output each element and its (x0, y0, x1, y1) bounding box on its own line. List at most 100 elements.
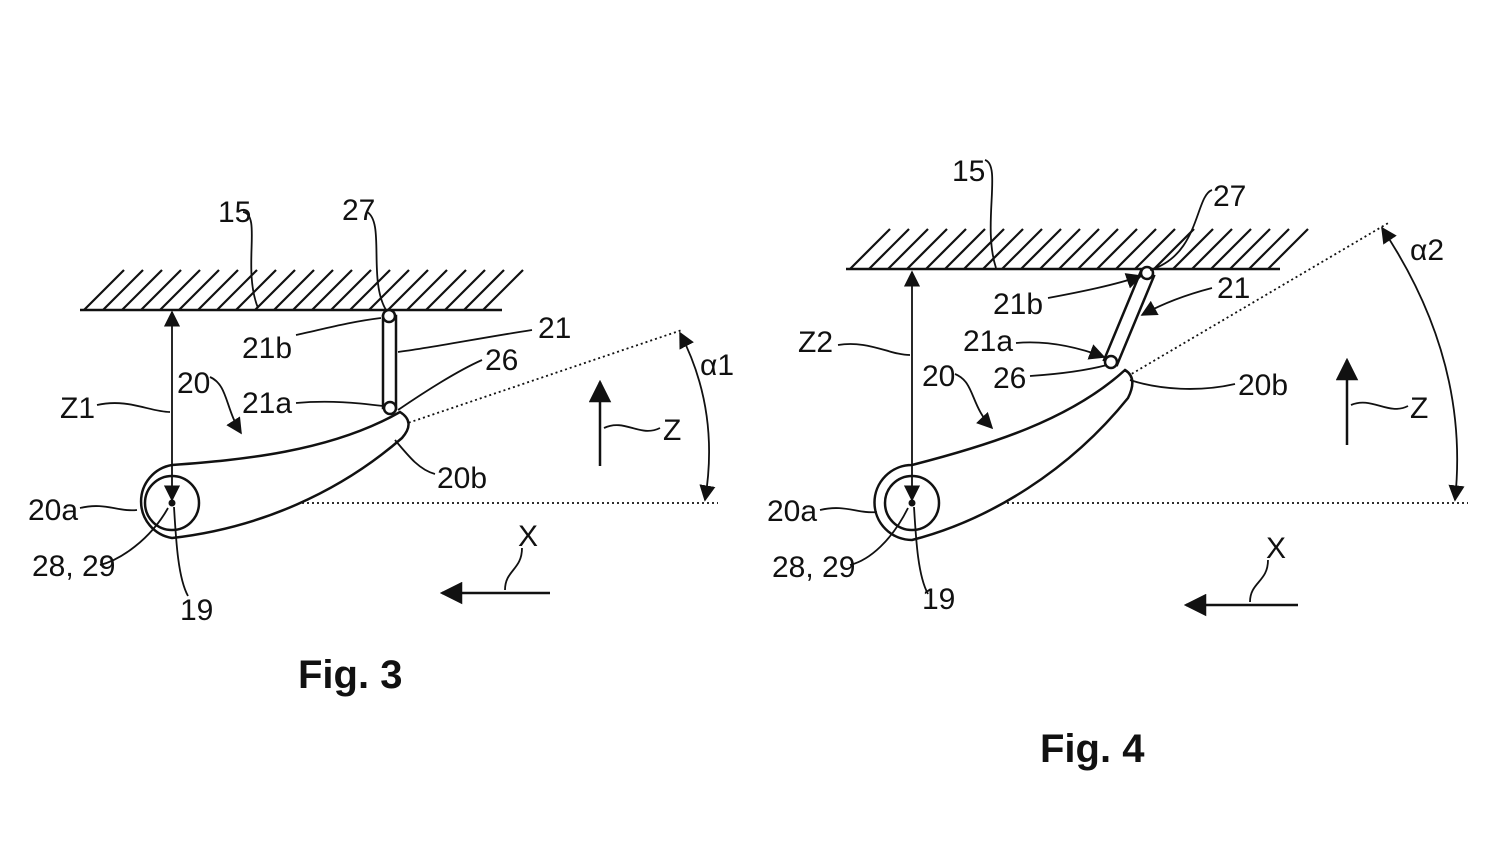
hatch-stroke (235, 269, 277, 311)
hatch-stroke (330, 269, 372, 311)
hatch-stroke (982, 228, 1024, 270)
fig4-label-15: 15 (952, 155, 985, 188)
hatch-stroke (963, 228, 1005, 270)
hatch-stroke (1039, 228, 1081, 270)
hatch-stroke (197, 269, 239, 311)
fig4-leader-27 (1149, 189, 1213, 271)
hatch-stroke (83, 269, 125, 311)
hatch-stroke (273, 269, 315, 311)
hatch-stroke (425, 269, 467, 311)
fig4-label-21b: 21b (993, 288, 1043, 321)
fig4-label-26: 26 (993, 362, 1026, 395)
hatch-stroke (1229, 228, 1271, 270)
hatch-stroke (140, 269, 182, 311)
fig4-label-20b: 20b (1238, 369, 1288, 402)
fig4-pivot-center (908, 499, 916, 507)
hatch-stroke (944, 228, 986, 270)
fig3-z-leader (603, 424, 661, 432)
fig4-leader-26 (1029, 364, 1108, 377)
fig4-leader-20a (819, 507, 878, 514)
fig3-leader-15 (242, 211, 259, 309)
hatch-stroke (1058, 228, 1100, 270)
fig3-leader-21 (397, 329, 533, 353)
fig4-leader-21 (1140, 287, 1213, 316)
figure-4: 15 27 21b 21 21a 26 Z2 20 20b α2 Z 20a 2… (767, 155, 1468, 771)
fig3-label-20b: 20b (437, 462, 487, 495)
hatch-stroke (482, 269, 524, 311)
fig3-leader-z1 (96, 402, 171, 413)
fig3-label-z1: Z1 (60, 392, 95, 425)
fig3-leader-27 (366, 211, 387, 311)
fig3-leader-20 (209, 376, 242, 435)
hatch-stroke (159, 269, 201, 311)
fig3-ground-hatching (83, 269, 524, 311)
fig4-label-alpha2: α2 (1410, 234, 1444, 267)
hatch-stroke (887, 228, 929, 270)
fig4-label-20: 20 (922, 360, 955, 393)
fig3-label-15: 15 (218, 196, 251, 229)
fig4-lever-20 (873, 368, 1134, 542)
fig3-label-20a: 20a (28, 494, 78, 527)
fig3-link-21 (381, 314, 398, 410)
fig3-caption: Fig. 3 (298, 653, 402, 697)
fig4-leader-15 (984, 159, 997, 269)
fig4-leader-21a (1015, 341, 1106, 360)
fig4-label-27: 27 (1213, 180, 1246, 213)
fig3-label-28-29: 28, 29 (32, 550, 115, 583)
fig3-label-27: 27 (342, 194, 375, 227)
hatch-stroke (216, 269, 258, 311)
hatch-stroke (1020, 228, 1062, 270)
fig3-label-26: 26 (485, 344, 518, 377)
hatch-stroke (1172, 228, 1214, 270)
fig4-ground-hatching (849, 228, 1309, 270)
hatch-stroke (1248, 228, 1290, 270)
fig4-leader-19 (913, 506, 929, 595)
hatch-stroke (1210, 228, 1252, 270)
fig3-label-21: 21 (538, 312, 571, 345)
fig3-label-z: Z (663, 414, 681, 447)
fig4-leader-28-29 (849, 507, 909, 566)
figure-3: 15 27 21 21b 26 20 21a Z1 20b 20a 28, 29… (28, 194, 734, 697)
fig4-z-leader (1350, 401, 1409, 410)
fig4-leader-z2 (837, 343, 911, 356)
fig3-lever-20 (139, 410, 410, 540)
fig4-leader-21b (1047, 273, 1143, 299)
fig3-leader-28-29 (99, 507, 169, 566)
fig3-joint-26 (382, 400, 398, 416)
fig4-x-leader (1249, 559, 1269, 603)
fig3-x-leader (504, 547, 523, 591)
hatch-stroke (1153, 228, 1195, 270)
fig3-joint-27 (381, 308, 397, 324)
fig3-label-alpha1: α1 (700, 349, 734, 382)
fig3-label-x: X (518, 520, 538, 553)
hatch-stroke (311, 269, 353, 311)
hatch-stroke (292, 269, 334, 311)
hatch-stroke (1191, 228, 1233, 270)
hatch-stroke (849, 228, 891, 270)
fig4-joint-26 (1103, 354, 1119, 370)
fig3-angle-alpha1-arc (679, 331, 716, 502)
hatch-stroke (406, 269, 448, 311)
fig3-leader-21a (295, 400, 384, 407)
hatch-stroke (1134, 228, 1176, 270)
fig3-leader-20a (79, 505, 138, 512)
hatch-stroke (102, 269, 144, 311)
hatch-stroke (368, 269, 410, 311)
hatch-stroke (387, 269, 429, 311)
fig4-label-21a: 21a (963, 325, 1013, 358)
fig4-leader-20b (1129, 379, 1236, 390)
fig3-label-21a: 21a (242, 387, 292, 420)
fig4-label-20a: 20a (767, 495, 817, 528)
hatch-stroke (178, 269, 220, 311)
hatch-stroke (121, 269, 163, 311)
fig4-caption: Fig. 4 (1040, 727, 1145, 771)
fig3-label-20: 20 (177, 367, 210, 400)
fig3-leader-21b (295, 317, 382, 336)
fig3-label-21b: 21b (242, 332, 292, 365)
hatch-stroke (925, 228, 967, 270)
fig4-label-z2: Z2 (798, 326, 833, 359)
hatch-stroke (1267, 228, 1309, 270)
fig3-pivot-center (168, 499, 176, 507)
fig3-leader-26 (397, 359, 483, 411)
fig3-leader-19 (173, 506, 189, 597)
